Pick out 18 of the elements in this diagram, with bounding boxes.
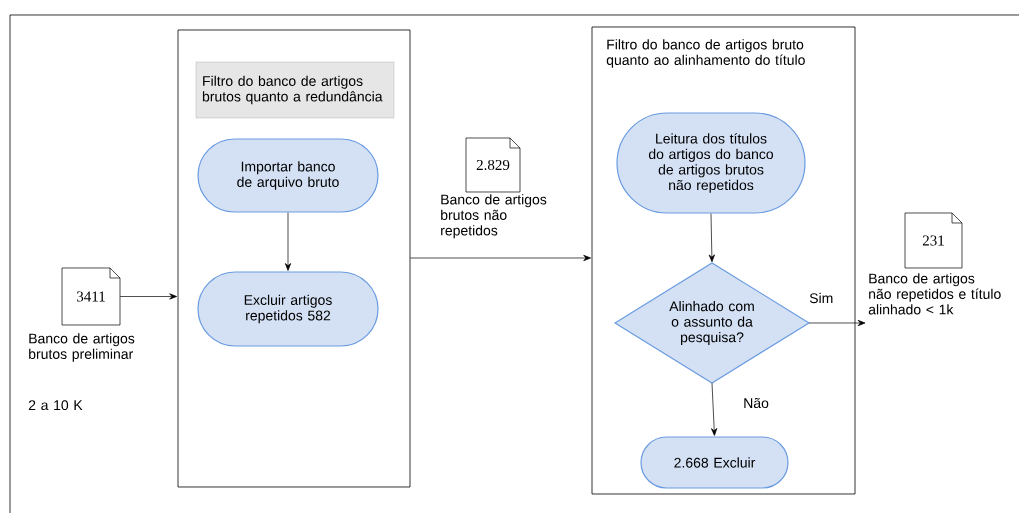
arrow bbox=[808, 319, 866, 327]
process-box: Excluir artigos repetidos 582 bbox=[197, 271, 379, 347]
heading-box: Filtro do banco de artigos brutos quanto a redundância bbox=[195, 61, 395, 119]
edge-label: Não bbox=[742, 396, 770, 410]
arrow bbox=[711, 382, 718, 436]
caption-text: Banco de artigos brutos não repetidos bbox=[441, 194, 547, 239]
caption-text: Banco de artigos brutos preliminar bbox=[29, 333, 135, 362]
process-box: Importar banco de arquivo bruto bbox=[197, 138, 379, 213]
arrow bbox=[119, 293, 177, 300]
edge-label: Sim bbox=[808, 291, 835, 305]
process-box: 2.668 Excluir bbox=[640, 436, 789, 489]
caption-text: 2 a 10 K bbox=[28, 400, 83, 411]
arrow bbox=[410, 254, 591, 262]
panel-box bbox=[177, 29, 411, 488]
arrow bbox=[284, 212, 292, 271]
caption-text: Banco de artigos não repetidos e título alinhado < 1k bbox=[868, 273, 1001, 315]
arrow bbox=[708, 213, 715, 263]
process-box: Leitura dos títulos do artigos do banco de artigos brutos não repetidos bbox=[616, 112, 806, 214]
